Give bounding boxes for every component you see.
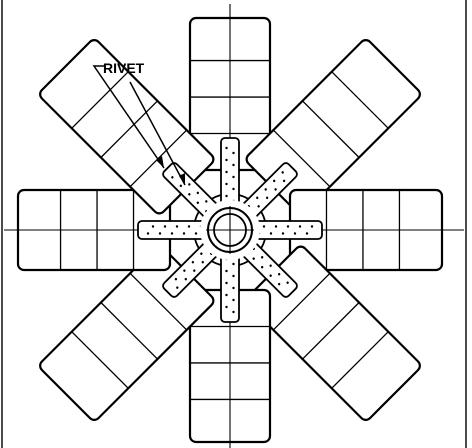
rivet	[269, 264, 272, 267]
rivet	[310, 225, 314, 228]
rivet	[274, 225, 278, 228]
rivet	[163, 225, 167, 228]
rivet-arrowhead-2	[179, 173, 185, 185]
rivet	[262, 225, 266, 228]
rivet	[194, 232, 198, 235]
rivet	[193, 269, 196, 272]
rivet	[225, 182, 228, 186]
rivet	[260, 256, 264, 259]
rivet	[191, 260, 195, 264]
rivet	[201, 260, 204, 264]
spider-arm-plate	[220, 249, 240, 323]
rivet	[256, 196, 259, 200]
rivet	[170, 232, 174, 235]
blade-segment-line	[100, 302, 158, 360]
rivet	[184, 277, 188, 281]
rivet	[281, 232, 285, 235]
hub	[206, 206, 254, 254]
rivet	[272, 179, 276, 183]
rivet	[298, 225, 302, 228]
rivet	[232, 310, 235, 314]
rivet	[196, 201, 200, 204]
rivet	[274, 188, 277, 191]
blade-segment-line	[272, 129, 331, 188]
rivet	[225, 281, 228, 285]
rivet	[183, 269, 186, 272]
rivet	[225, 194, 228, 198]
rivet-label: RIVET	[103, 60, 145, 76]
rivet	[269, 274, 272, 277]
rivet	[196, 191, 200, 195]
blade-segment-line	[129, 129, 188, 188]
spider-arm	[220, 137, 240, 211]
blade-segment-line	[100, 100, 158, 158]
rivet-arrowhead-1	[156, 156, 164, 168]
rivet	[146, 232, 150, 235]
rivet	[293, 232, 297, 235]
rivet	[179, 184, 183, 188]
rivet	[264, 188, 267, 191]
rivet	[269, 232, 273, 235]
rivet	[277, 272, 281, 276]
spider-arm-plate	[220, 137, 240, 211]
blade-segment-line	[302, 100, 360, 158]
rivet	[188, 193, 191, 196]
rivet	[200, 252, 203, 255]
rivet	[182, 232, 186, 235]
rivet	[175, 225, 179, 228]
rivet	[158, 232, 162, 235]
blade-segment-line	[331, 71, 389, 129]
rivet	[232, 151, 235, 155]
blade-segment-line	[331, 331, 389, 389]
rivet	[225, 146, 228, 150]
rivet	[252, 257, 255, 260]
rivet	[205, 200, 208, 203]
blade-segment-line	[71, 331, 129, 389]
rivet	[286, 281, 289, 284]
spider-arm	[220, 249, 240, 323]
rivet	[232, 274, 235, 278]
spider-arm	[238, 238, 298, 298]
rivet	[232, 187, 235, 191]
rivet	[281, 171, 284, 174]
spider-arm	[137, 220, 211, 240]
blade-segment-line	[302, 302, 360, 360]
rivet	[187, 225, 191, 228]
spider-arm-plate	[249, 220, 323, 240]
rivet	[151, 225, 155, 228]
blade-segment-line	[71, 71, 129, 129]
blade-segment-line	[272, 272, 331, 331]
rivet	[232, 262, 235, 266]
rivet	[225, 269, 228, 273]
rivet	[286, 225, 290, 228]
rivet	[277, 282, 281, 286]
spider-arm	[249, 220, 323, 240]
blade-segment-line	[129, 272, 188, 331]
rivet-leader-line-1	[92, 65, 165, 169]
rivet	[174, 277, 178, 281]
rivet	[171, 176, 174, 179]
rivet	[232, 286, 235, 290]
rivet	[282, 179, 286, 183]
rivet	[176, 286, 179, 289]
rivet	[188, 183, 191, 186]
rivet	[232, 163, 235, 167]
rivet	[265, 196, 269, 200]
rivet	[260, 265, 264, 269]
spider-arm-plate	[137, 220, 211, 240]
rivet	[257, 205, 260, 208]
rivet	[225, 158, 228, 162]
rivet	[225, 305, 228, 309]
rivet	[305, 232, 309, 235]
rivet-leader-line-2	[129, 81, 186, 186]
rivet	[232, 298, 235, 302]
rivet	[225, 293, 228, 297]
rivet	[232, 175, 235, 179]
rivet	[225, 170, 228, 174]
